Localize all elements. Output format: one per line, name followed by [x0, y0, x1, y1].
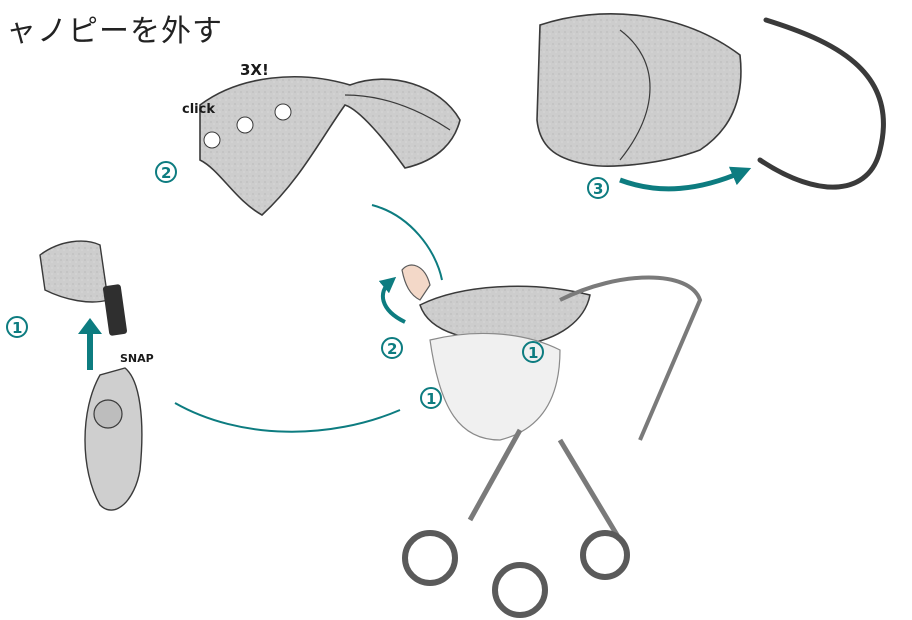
snap-button-icon [237, 117, 253, 133]
step-number: 2 [161, 164, 171, 182]
snap-label: SNAP [120, 352, 154, 365]
canopy-clip-view: click 3X! 2 [156, 61, 460, 215]
stroller-view: 2 1 1 [382, 265, 700, 615]
step-number: 3 [593, 180, 603, 198]
snap-button-icon [275, 104, 291, 120]
canopy-removed-view: 3 [537, 14, 883, 198]
curved-arrow-icon [620, 172, 742, 189]
up-arrow-icon [78, 318, 102, 334]
click-label: click [182, 102, 215, 117]
step-number: 2 [387, 340, 397, 358]
canopy-frame-icon [760, 20, 883, 187]
repeat-label: 3X! [240, 61, 269, 79]
step-number: 1 [528, 344, 538, 362]
step-number: 1 [426, 390, 436, 408]
clip-detail-view: SNAP 1 [7, 241, 154, 510]
hand-icon [402, 265, 430, 300]
step-number: 1 [12, 319, 22, 337]
snap-button-icon [204, 132, 220, 148]
curved-arrow-icon [383, 282, 405, 322]
